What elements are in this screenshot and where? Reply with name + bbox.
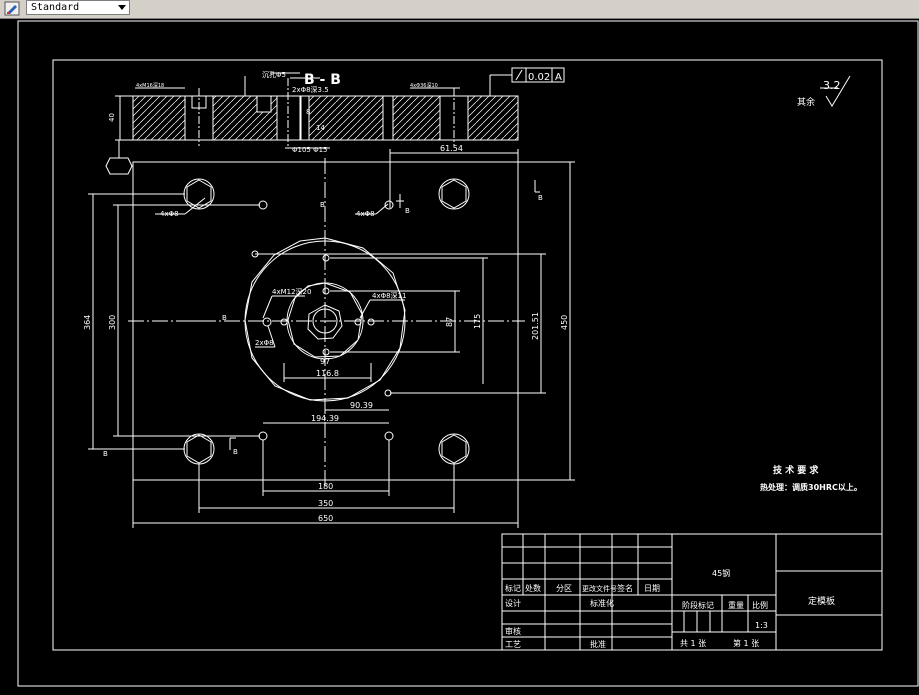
title-block-row-labels: 标记 处数 分区 更改文件号 签名 日期 bbox=[505, 583, 660, 593]
section-label: B - B bbox=[304, 72, 341, 88]
roughness-symbol bbox=[820, 75, 851, 107]
label-4x-d8-right: 4xΦ8 bbox=[356, 210, 375, 218]
chevron-down-icon[interactable] bbox=[118, 5, 126, 10]
inner-border bbox=[52, 59, 883, 651]
dim-201-51: 201.51 bbox=[531, 312, 540, 340]
label-count: 处数 bbox=[525, 583, 541, 593]
label-4x-d8-11: 4xΦ8深11 bbox=[372, 291, 406, 300]
label-approve: 批准 bbox=[590, 639, 606, 649]
dim-116-8: 116.8 bbox=[316, 369, 339, 378]
dim-180: 180 bbox=[318, 482, 333, 491]
part-name: 定模板 bbox=[808, 595, 835, 607]
datum-label: A bbox=[555, 72, 562, 83]
dim-top-left: 4xM16深18 bbox=[136, 82, 164, 89]
label-2x-d8: 2xΦ8 bbox=[255, 339, 274, 347]
dim-top-mid1: 沉孔Φ5 bbox=[262, 71, 286, 79]
label-review: 审核 bbox=[505, 626, 521, 636]
section-mark-bottom: B bbox=[233, 448, 238, 456]
drawing-canvas[interactable]: B - B 0.02 A 4xM16深18 4xΦ36深10 沉孔Φ5 2xΦ8… bbox=[0, 18, 919, 691]
text-style-value: Standard bbox=[31, 2, 80, 13]
dim-top-mid2: 2xΦ8深3.5 bbox=[292, 85, 329, 94]
label-process: 工艺 bbox=[505, 640, 521, 649]
label-change-doc: 更改文件号 bbox=[582, 584, 617, 593]
toolbar: Standard bbox=[0, 0, 919, 19]
dim-350: 350 bbox=[318, 499, 333, 508]
dim-top-mid3: Φ105 Φ15 bbox=[292, 146, 328, 154]
text-style-icon[interactable] bbox=[4, 1, 20, 16]
dim-175: 175 bbox=[473, 314, 482, 329]
cad-drawing: B - B 0.02 A 4xM16深18 4xΦ36深10 沉孔Φ5 2xΦ8… bbox=[17, 20, 919, 687]
text-style-select[interactable]: Standard bbox=[26, 0, 130, 15]
label-weight: 重量 bbox=[728, 600, 744, 610]
dim-8: 8 bbox=[306, 108, 310, 116]
dim-650: 650 bbox=[318, 514, 333, 523]
dim-97: 97 bbox=[320, 357, 330, 366]
dim-87: 87 bbox=[445, 317, 454, 327]
label-4x-d8-left: 4xΦ8 bbox=[160, 210, 179, 218]
dim-194-39: 194.39 bbox=[311, 414, 339, 423]
title-block bbox=[501, 533, 883, 651]
label-4x-m12: 4xM12深20 bbox=[272, 287, 311, 296]
dim-14: 14 bbox=[316, 124, 325, 132]
label-design: 设计 bbox=[505, 598, 521, 608]
roughness-value: 3.2 bbox=[823, 79, 841, 92]
label-signature: 签名 bbox=[617, 583, 633, 593]
outer-border bbox=[17, 20, 919, 687]
tech-text: 热处理：调质30HRC以上。 bbox=[760, 482, 862, 492]
section-mark-b: B bbox=[405, 207, 410, 215]
label-mark: 标记 bbox=[505, 583, 521, 593]
dim-height-40: 40 bbox=[108, 113, 116, 122]
section-mark-right: B bbox=[538, 194, 543, 202]
dim-90-39: 90.39 bbox=[350, 401, 373, 410]
label-stage-mark: 阶段标记 bbox=[682, 600, 714, 610]
dim-61-54: 61.54 bbox=[440, 144, 463, 153]
tech-title: 技 术 要 求 bbox=[773, 464, 819, 476]
plan-view bbox=[88, 149, 575, 528]
dim-top-right: 4xΦ36深10 bbox=[410, 82, 438, 89]
section-view bbox=[105, 67, 565, 175]
section-mark-top: B bbox=[320, 201, 325, 209]
label-zone: 分区 bbox=[556, 584, 572, 593]
total-sheets: 共 1 张 bbox=[680, 639, 706, 648]
flatness-tolerance: 0.02 bbox=[528, 72, 550, 83]
section-mark-left: B bbox=[222, 314, 227, 322]
dim-300: 300 bbox=[108, 315, 117, 330]
material: 45钢 bbox=[712, 568, 730, 578]
label-scale: 比例 bbox=[752, 600, 768, 610]
section-mark-bottom-left: B bbox=[103, 450, 108, 458]
label-standard: 标准化 bbox=[590, 598, 614, 608]
scale-value: 1:3 bbox=[755, 621, 768, 630]
roughness-other: 其余 bbox=[797, 96, 815, 108]
dim-364: 364 bbox=[83, 315, 92, 330]
label-date: 日期 bbox=[644, 584, 660, 593]
dim-450: 450 bbox=[560, 315, 569, 330]
sheet-number: 第 1 张 bbox=[733, 638, 759, 648]
